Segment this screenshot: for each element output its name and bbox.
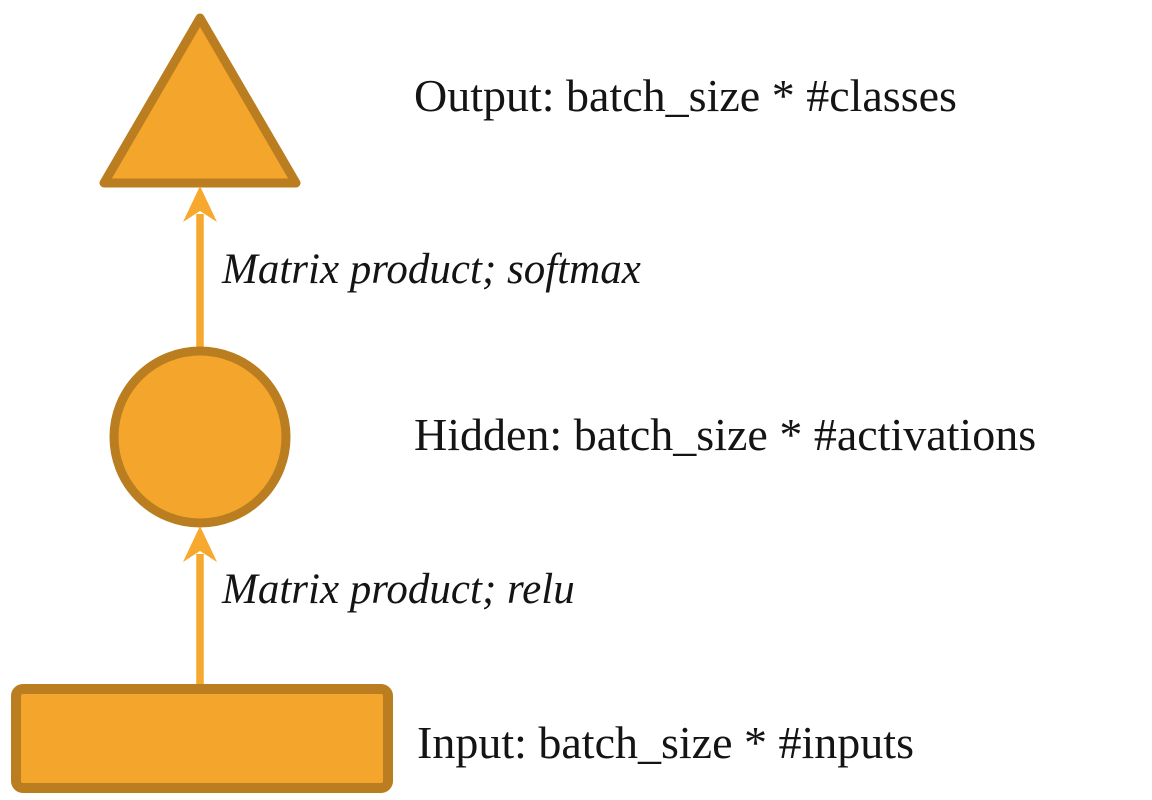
input-node-label: Input: batch_size * #inputs	[417, 717, 914, 768]
output-node-label: Output: batch_size * #classes	[414, 70, 957, 121]
input-rectangle-node	[11, 684, 393, 793]
edge-relu-label: Matrix product; relu	[222, 566, 575, 613]
hidden-node-label: Hidden: batch_size * #activations	[414, 409, 1037, 460]
output-triangle-node	[99, 13, 301, 188]
edge-softmax-label: Matrix product; softmax	[222, 246, 641, 293]
hidden-circle-node	[109, 346, 291, 528]
edge-hidden-to-output-arrowhead-icon	[183, 186, 217, 222]
edge-input-to-hidden-arrowhead-icon	[183, 526, 217, 562]
